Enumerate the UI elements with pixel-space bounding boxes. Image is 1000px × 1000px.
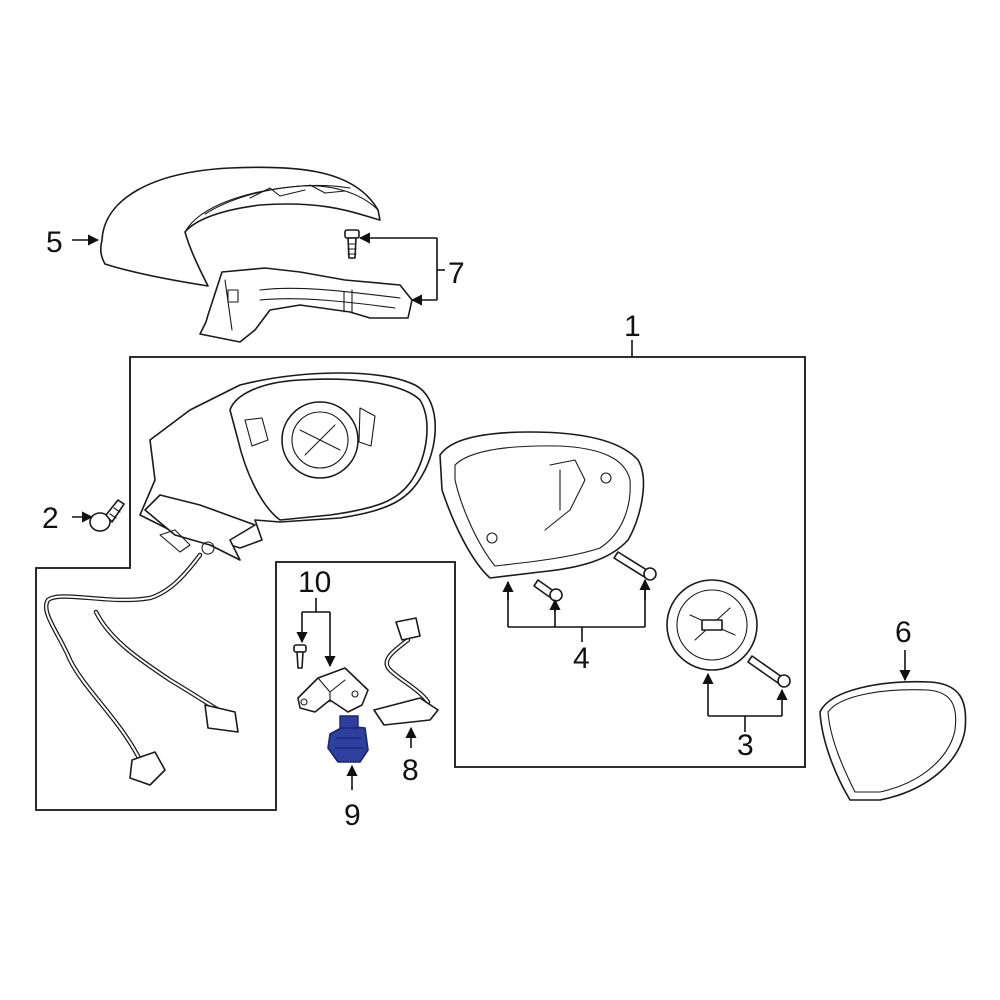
bolt-icon <box>89 499 125 532</box>
mounting-bracket <box>297 667 369 713</box>
callout-5: 5 <box>46 226 63 259</box>
callout-2: 2 <box>42 502 59 535</box>
wiring-harness <box>44 552 239 786</box>
screw-icon <box>344 229 360 259</box>
mirror-body-assembly <box>139 372 437 561</box>
screw-icon <box>533 579 563 602</box>
mirror-motor-actuator <box>666 579 758 671</box>
screw-icon <box>293 644 307 669</box>
mirror-cover-cap <box>99 166 381 287</box>
callout-6: 6 <box>895 616 912 649</box>
screw-icon <box>747 655 791 688</box>
turn-signal-housing <box>199 267 413 343</box>
callout-1: 1 <box>624 310 641 343</box>
screw-icon <box>613 551 657 581</box>
control-module <box>373 617 439 726</box>
assembly-frame <box>35 356 806 811</box>
callout-4: 4 <box>573 642 590 675</box>
callout-9: 9 <box>344 799 361 832</box>
leader-lines <box>72 238 911 790</box>
callout-3: 3 <box>737 729 754 762</box>
mirror-glass <box>819 680 967 801</box>
callout-7: 7 <box>448 257 465 290</box>
mirror-backing-plate <box>439 431 645 579</box>
callout-10: 10 <box>298 566 331 599</box>
highlighted-part-9 <box>327 715 369 763</box>
callout-8: 8 <box>402 754 419 787</box>
